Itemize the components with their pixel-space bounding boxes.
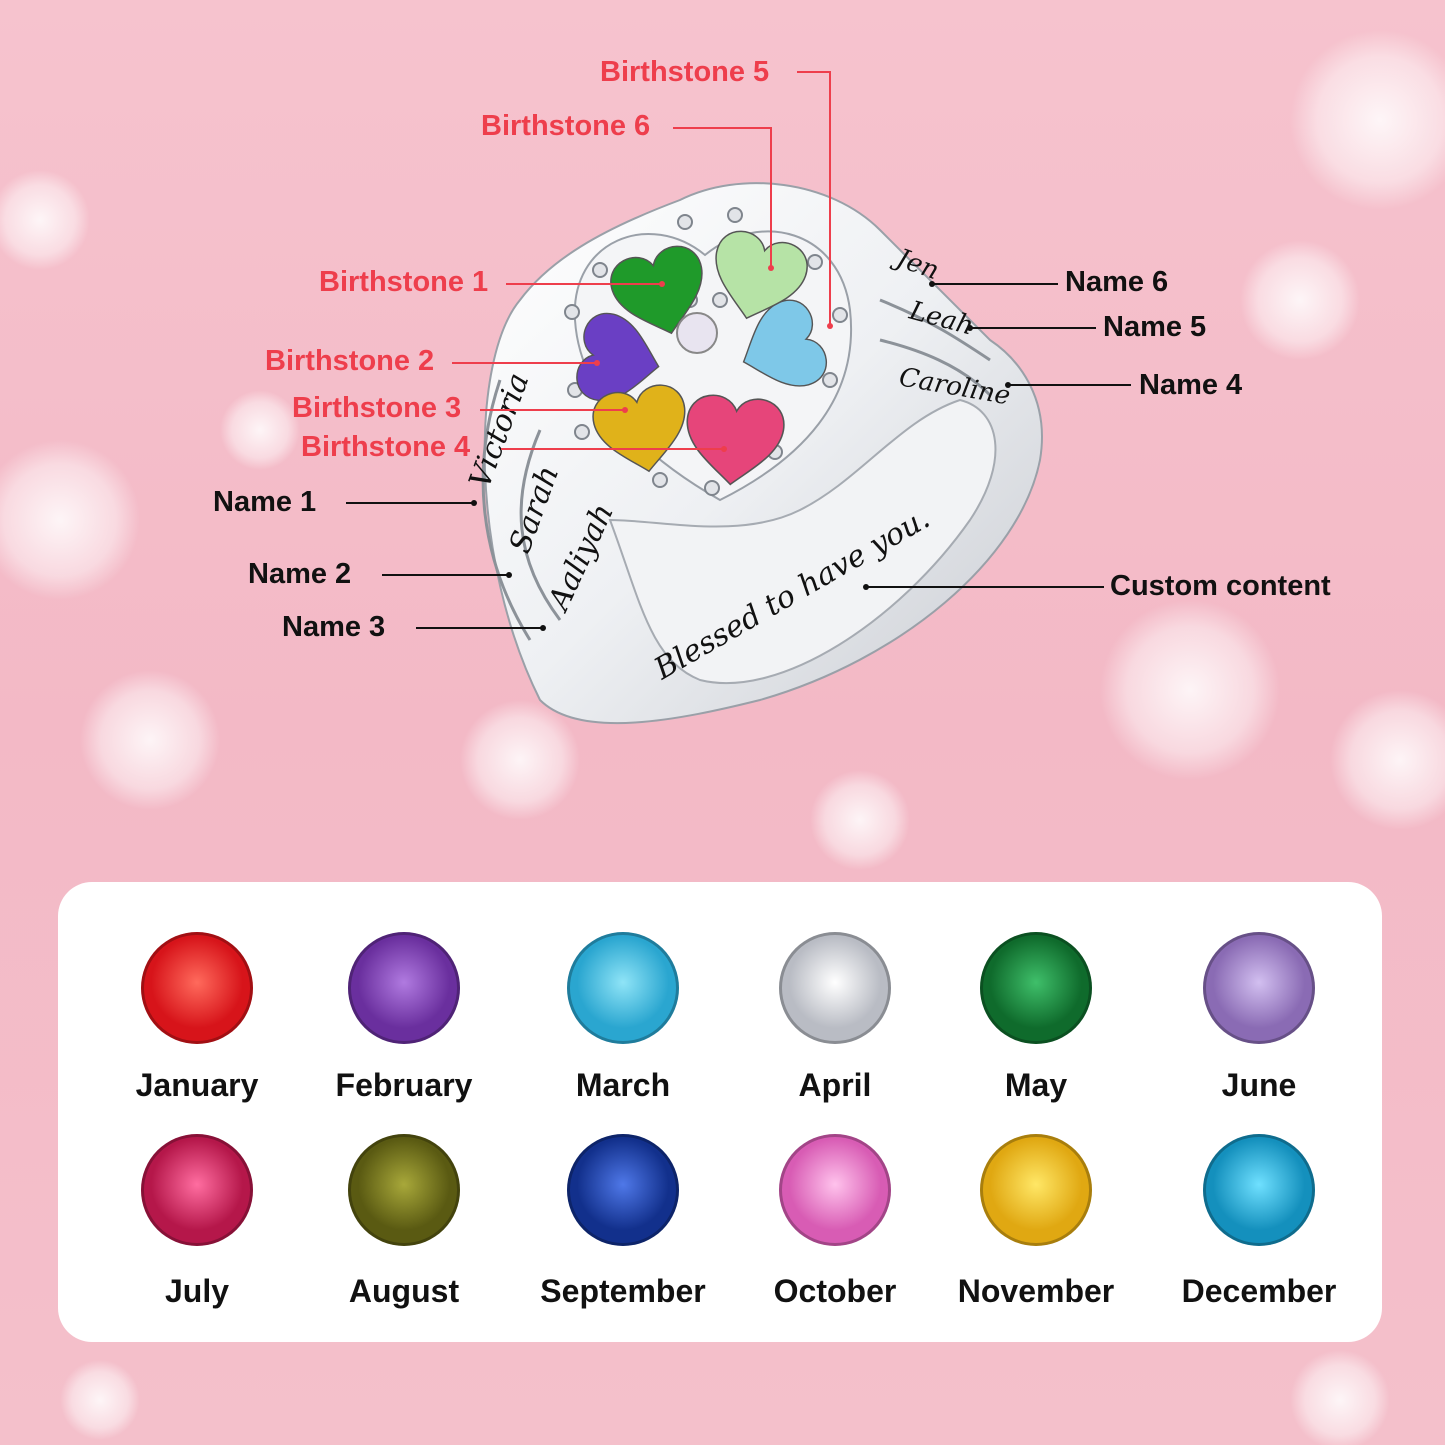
birthstone-december-icon xyxy=(1203,1134,1315,1246)
ring-inner xyxy=(608,398,997,685)
ring-stone-5-gem xyxy=(742,299,827,387)
month-label-april: April xyxy=(798,1067,872,1103)
month-label-december: December xyxy=(1181,1273,1337,1309)
birthstone-chart-panel xyxy=(58,882,1382,1342)
label-birthstone-1: Birthstone 1 xyxy=(319,266,489,298)
month-label-september: September xyxy=(540,1273,706,1309)
month-label-november: November xyxy=(957,1273,1115,1309)
label-birthstone-3: Birthstone 3 xyxy=(292,392,462,424)
month-label-october: October xyxy=(773,1273,897,1309)
month-label-june: June xyxy=(1221,1067,1297,1103)
birthstone-october-icon xyxy=(779,1134,891,1246)
label-name-3: Name 3 xyxy=(282,611,386,643)
month-label-may: May xyxy=(1004,1067,1068,1103)
month-label-july: July xyxy=(164,1273,230,1309)
label-name-2: Name 2 xyxy=(248,558,352,590)
birthstone-august-icon xyxy=(348,1134,460,1246)
label-name-4: Name 4 xyxy=(1139,369,1243,401)
birthstone-may-icon xyxy=(980,932,1092,1044)
label-name-6: Name 6 xyxy=(1065,266,1169,298)
label-name-5: Name 5 xyxy=(1103,311,1207,343)
ring-groove xyxy=(879,298,991,362)
birthstone-april-icon xyxy=(779,932,891,1044)
ring-center-gem xyxy=(676,312,718,354)
ring-illustration: Victoria Sarah Aaliyah Caroline Leah Jen… xyxy=(346,71,1131,725)
ring-groove xyxy=(519,429,562,621)
ring-groove xyxy=(481,379,532,641)
month-label-february: February xyxy=(335,1067,473,1103)
ring-stone-6-gem xyxy=(715,230,808,320)
label-birthstone-2: Birthstone 2 xyxy=(265,345,435,377)
birthstone-november-icon xyxy=(980,1134,1092,1246)
birthstone-july-icon xyxy=(141,1134,253,1246)
birthstone-january-icon xyxy=(141,932,253,1044)
ring-stone-1-gem xyxy=(610,245,703,335)
month-label-january: January xyxy=(135,1067,259,1103)
birthstone-september-icon xyxy=(567,1134,679,1246)
label-birthstone-6: Birthstone 6 xyxy=(481,110,651,142)
birthstone-february-icon xyxy=(348,932,460,1044)
label-custom-content: Custom content xyxy=(1110,570,1331,602)
month-label-august: August xyxy=(348,1273,460,1309)
label-birthstone-4: Birthstone 4 xyxy=(301,431,471,463)
ring-stone-2-gem xyxy=(576,312,660,402)
ring-stone-4-gem xyxy=(686,394,785,486)
label-name-1: Name 1 xyxy=(213,486,317,518)
ring-groove xyxy=(879,338,992,397)
month-label-march: March xyxy=(575,1067,671,1103)
birthstone-june-icon xyxy=(1203,932,1315,1044)
birthstone-march-icon xyxy=(567,932,679,1044)
label-birthstone-5: Birthstone 5 xyxy=(600,56,770,88)
